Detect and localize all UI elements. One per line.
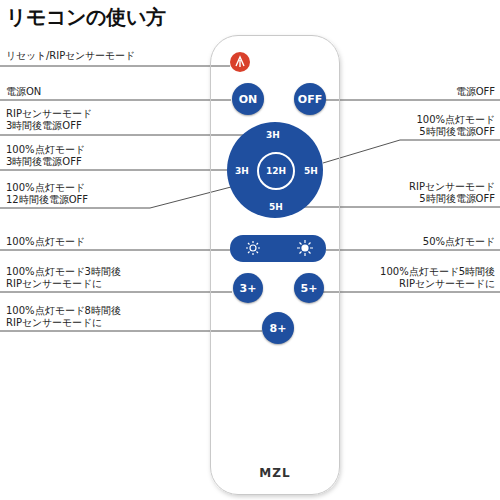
timer-button: 3H bbox=[259, 128, 287, 142]
callout-label: リセット/RIPセンサーモード bbox=[6, 50, 206, 62]
remote-body bbox=[210, 35, 340, 495]
button-text: 12H bbox=[266, 166, 286, 176]
timer-button: 5H bbox=[262, 200, 290, 214]
mode-button: 3+ bbox=[233, 273, 263, 303]
sun-icon bbox=[246, 241, 260, 255]
button-text: ON bbox=[239, 93, 258, 106]
callout-label: 50%点灯モード bbox=[355, 236, 495, 248]
mode-button: 5+ bbox=[294, 273, 324, 303]
callout-label: 100%点灯モード8時間後 RIPセンサーモードに bbox=[6, 305, 156, 329]
leader-lines bbox=[0, 66, 500, 331]
button-text: 5+ bbox=[301, 282, 318, 295]
brightness-button bbox=[230, 235, 326, 262]
page-title: リモコンの使い方 bbox=[6, 4, 166, 31]
callout-label: 100%点灯モード 5時間後電源OFF bbox=[355, 114, 495, 138]
callout-label: 電源ON bbox=[6, 86, 126, 98]
button-text: 3H bbox=[235, 166, 249, 176]
button-text: 3+ bbox=[240, 282, 257, 295]
timer-button: 5H bbox=[297, 164, 325, 178]
button-text: MZL bbox=[211, 466, 339, 480]
button-text: 3H bbox=[266, 130, 280, 140]
remote-body-box: MZL ON OFF 3H 3H 12H 5H 5H 3+ 5+ 8+ bbox=[210, 35, 340, 495]
power-button: ON bbox=[232, 83, 264, 115]
timer-button: 3H bbox=[228, 164, 256, 178]
reset-button bbox=[230, 52, 250, 72]
sensor-icon bbox=[236, 57, 244, 67]
mode-button: 8+ bbox=[262, 312, 294, 344]
sun-icon bbox=[297, 240, 313, 256]
callout-label: 100%点灯モード bbox=[6, 236, 146, 248]
callout-label: 電源OFF bbox=[375, 86, 495, 98]
timer-ring bbox=[227, 122, 323, 218]
callout-label: 100%点灯モード 3時間後電源OFF bbox=[6, 144, 146, 168]
callout-label: RIPセンサーモード 5時間後電源OFF bbox=[355, 181, 495, 205]
power-button: OFF bbox=[294, 83, 326, 115]
callout-label: 100%点灯モード3時間後 RIPセンサーモードに bbox=[6, 266, 156, 290]
button-text: 8+ bbox=[270, 322, 287, 335]
button-text: OFF bbox=[298, 93, 322, 106]
button-text: 5H bbox=[269, 202, 283, 212]
callout-label: 100%点灯モード5時間後 RIPセンサーモードに bbox=[345, 266, 495, 290]
callout-label: 100%点灯モード 12時間後電源OFF bbox=[6, 182, 146, 206]
button-text: 5H bbox=[304, 166, 318, 176]
timer-button: 12H bbox=[257, 152, 295, 190]
callout-label: RIPセンサーモード 3時間後電源OFF bbox=[6, 108, 146, 132]
